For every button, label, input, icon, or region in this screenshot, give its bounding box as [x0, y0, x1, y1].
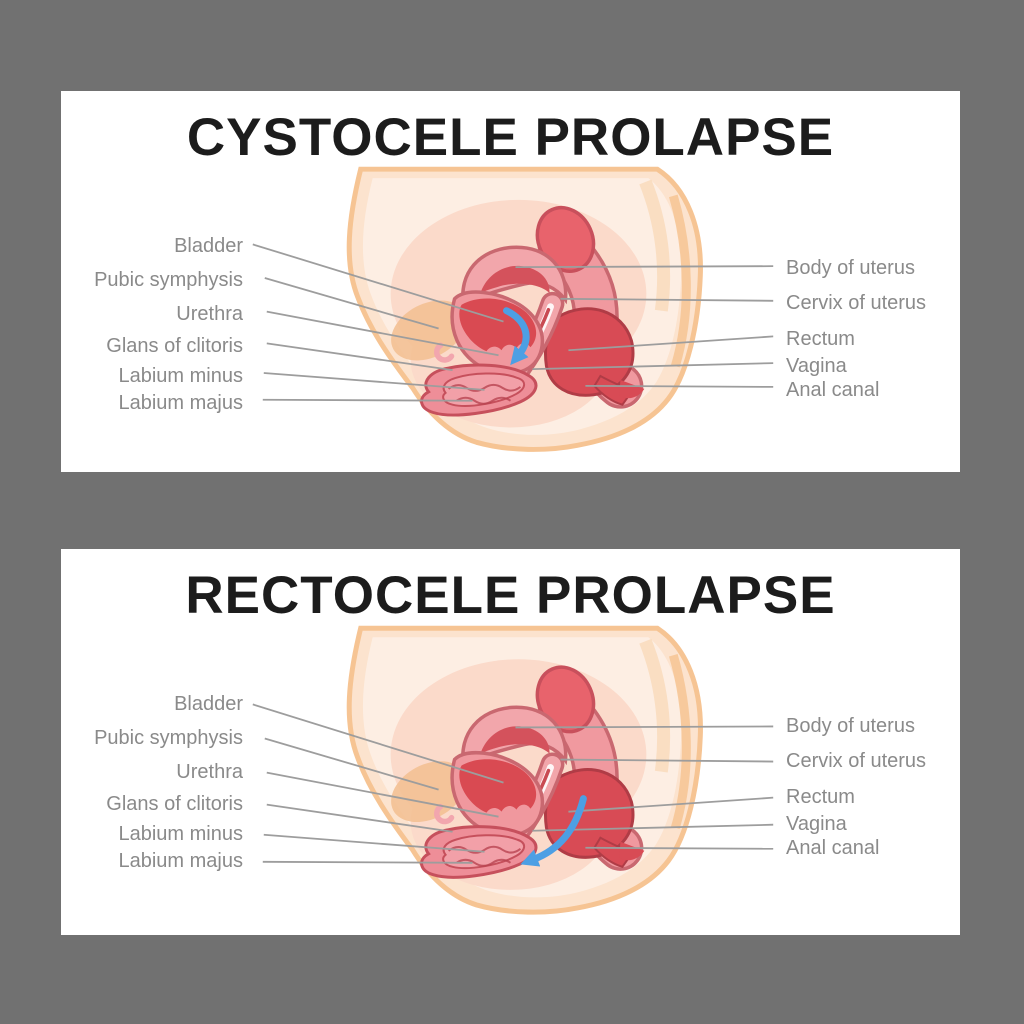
label-cervix-of-uterus: Cervix of uterus [786, 750, 927, 772]
page-title: RECTOCELE PROLAPSE [185, 566, 836, 625]
panel-rectocele: RECTOCELE PROLAPSE Bladder Pubic symphys… [61, 549, 960, 935]
pelvis-illustration-cystocele [61, 91, 960, 472]
label-body-of-uterus: Body of uterus [786, 715, 915, 737]
pelvis-illustration-rectocele [61, 549, 960, 935]
label-anal-canal: Anal canal [786, 379, 880, 401]
label-urethra: Urethra [176, 761, 243, 783]
label-glans-of-clitoris: Glans of clitoris [106, 335, 243, 357]
label-rectum: Rectum [786, 786, 855, 808]
label-urethra: Urethra [176, 303, 243, 325]
label-anal-canal: Anal canal [786, 837, 880, 859]
label-bladder: Bladder [174, 235, 243, 257]
label-rectum: Rectum [786, 328, 855, 350]
label-labium-majus: Labium majus [118, 850, 243, 872]
label-pubic-symphysis: Pubic symphysis [94, 269, 243, 291]
prolapse-direction-arrow [520, 795, 587, 867]
label-glans-of-clitoris: Glans of clitoris [106, 793, 243, 815]
prolapse-direction-arrow [503, 307, 530, 366]
panel-cystocele: CYSTOCELE PROLAPSE Bladder Pubic symphys… [61, 91, 960, 472]
label-vagina: Vagina [786, 813, 847, 835]
label-labium-minus: Labium minus [118, 823, 243, 845]
label-cervix-of-uterus: Cervix of uterus [786, 292, 927, 314]
label-pubic-symphysis: Pubic symphysis [94, 727, 243, 749]
label-vagina: Vagina [786, 355, 847, 377]
label-labium-majus: Labium majus [118, 392, 243, 414]
label-body-of-uterus: Body of uterus [786, 257, 915, 279]
page-title: CYSTOCELE PROLAPSE [186, 108, 835, 167]
label-labium-minus: Labium minus [118, 365, 243, 387]
label-bladder: Bladder [174, 693, 243, 715]
